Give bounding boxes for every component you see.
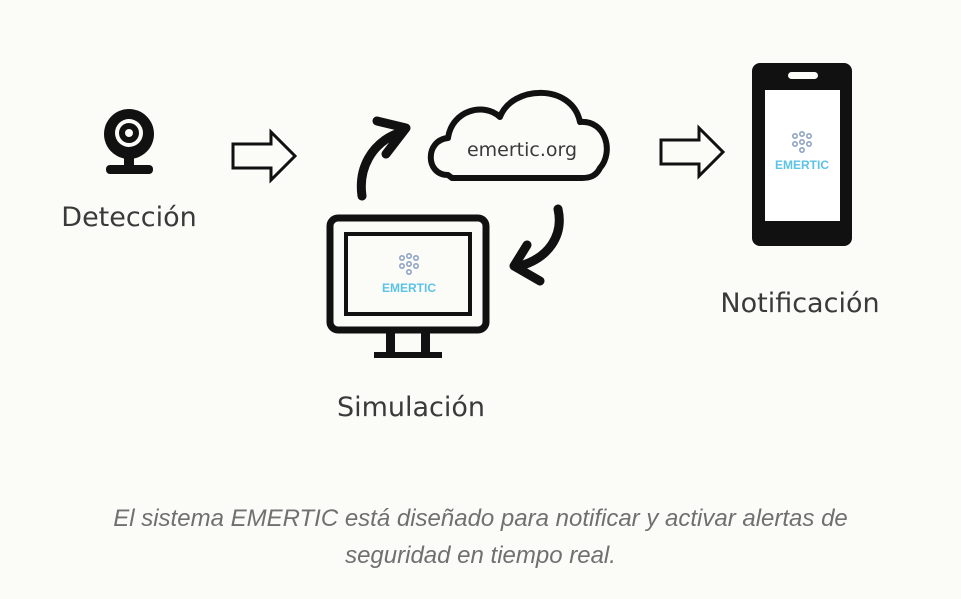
smartphone-icon: EMERTIC: [752, 63, 852, 246]
simulation-label: Simulación: [337, 392, 485, 423]
phone-logo-text: EMERTIC: [775, 158, 829, 172]
monitor-logo-text: EMERTIC: [382, 281, 436, 295]
arrow-right-outline-icon: [659, 124, 726, 180]
caption-line-1: El sistema EMERTIC está diseñado para no…: [113, 505, 848, 532]
detection-label: Detección: [61, 202, 196, 233]
figure-caption: El sistema EMERTIC está diseñado para no…: [0, 500, 961, 574]
monitor-icon: EMERTIC: [326, 214, 490, 358]
arrow-right-outline-icon: [231, 128, 298, 184]
emertic-logo-icon: [791, 131, 812, 154]
curved-arrow-down-icon: [509, 204, 564, 286]
caption-line-2: seguridad en tiempo real.: [345, 542, 616, 569]
emertic-logo-icon: [398, 253, 419, 275]
curved-arrow-up-icon: [356, 116, 411, 201]
cloud-icon: [427, 89, 610, 181]
cloud-label: emertic.org: [467, 139, 577, 161]
flow-diagram: Detección emertic.org EMERTIC Simulación: [61, 63, 880, 423]
notification-label: Notificación: [720, 288, 879, 319]
webcam-icon: [104, 109, 154, 174]
